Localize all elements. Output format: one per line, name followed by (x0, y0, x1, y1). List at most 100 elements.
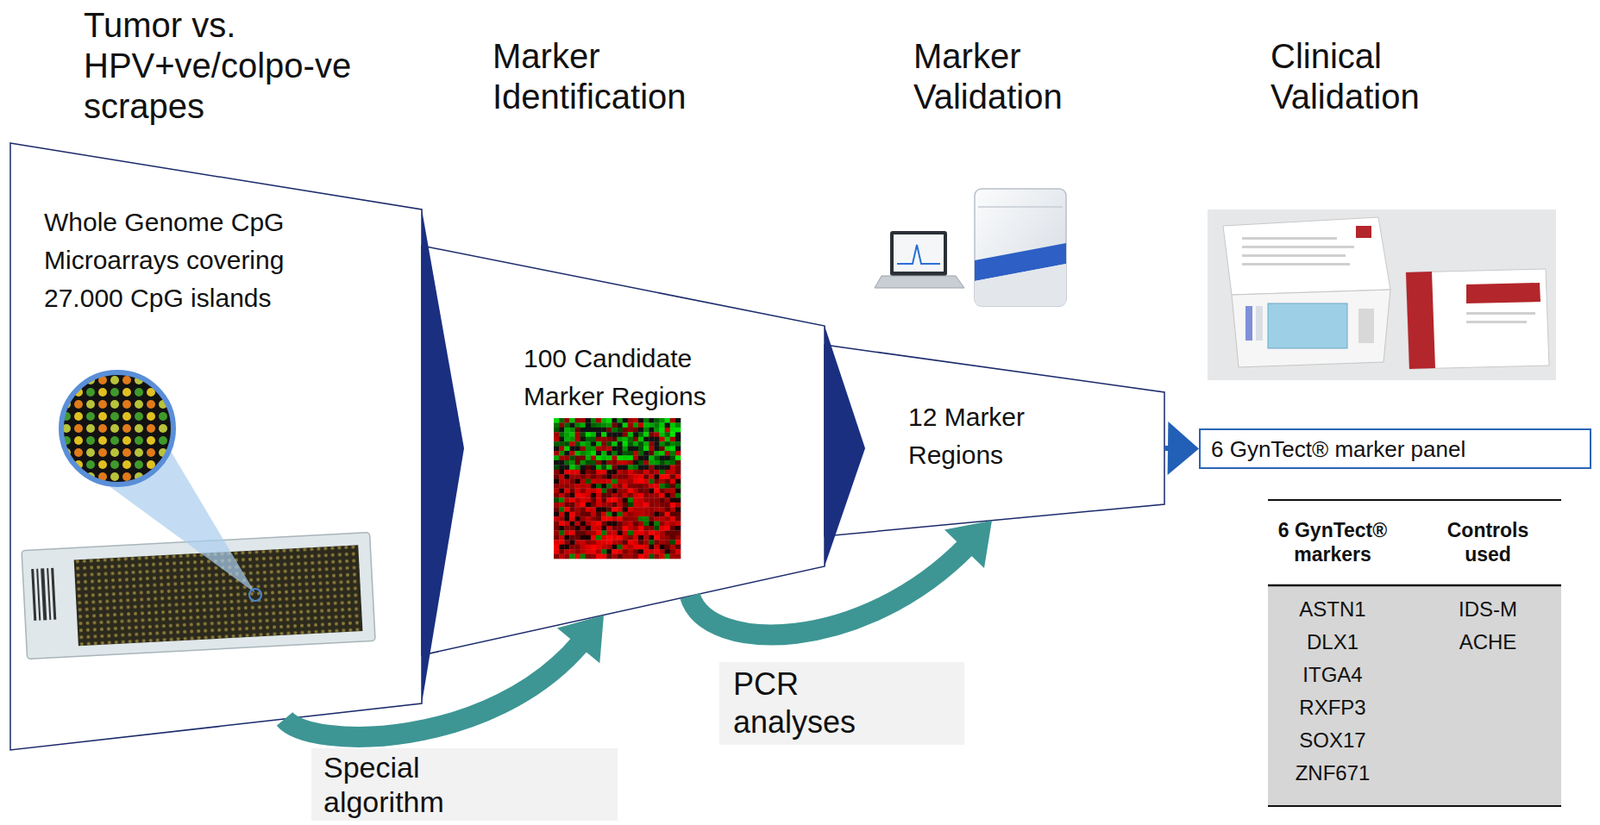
heatmap-part (585, 535, 591, 541)
kit-photo-part (1245, 306, 1253, 341)
heatmap-part (569, 539, 575, 546)
heatmap-part (617, 470, 623, 476)
heatmap-part (585, 479, 591, 485)
heatmap-part (665, 497, 671, 503)
heatmap-part (622, 464, 628, 471)
heatmap-part (558, 483, 565, 490)
heatmap-part (659, 455, 666, 461)
heatmap-part (659, 451, 666, 457)
heatmap-part (580, 446, 586, 452)
heatmap-part (617, 446, 623, 452)
heatmap-part (627, 451, 634, 457)
heatmap-part (648, 427, 654, 433)
heatmap-part (653, 427, 659, 433)
heatmap-part (558, 549, 565, 555)
heatmap-part (648, 483, 654, 490)
heatmap-part (633, 539, 639, 546)
heatmap-part (643, 479, 649, 485)
qpcr-instrument-part (893, 234, 944, 272)
heatmap-part (627, 427, 634, 433)
heatmap-part (648, 539, 654, 546)
heatmap-part (553, 489, 559, 495)
qpcr-instrument-part (897, 244, 941, 264)
heatmap-part (633, 516, 639, 522)
heatmap-part (638, 545, 644, 551)
qpcr-instrument-part (978, 206, 1063, 208)
heatmap-part (575, 470, 581, 476)
heatmap-part (596, 483, 602, 490)
heatmap-part (659, 521, 666, 528)
heatmap-part (575, 507, 581, 513)
heatmap-part (569, 446, 575, 452)
heatmap-part (580, 535, 586, 541)
heatmap-part (617, 545, 623, 551)
heatmap-part (590, 464, 597, 471)
heatmap-part (659, 526, 666, 532)
heatmap-part (617, 464, 623, 471)
table-header-holder: Controls used (1427, 518, 1549, 567)
heatmap-part (643, 549, 649, 555)
heatmap-part (627, 479, 634, 485)
heatmap-part (617, 441, 623, 447)
heatmap-part (601, 549, 607, 555)
heatmap-part (596, 489, 602, 495)
heatmap-part (617, 479, 623, 485)
heatmap-part (564, 441, 570, 447)
heatmap-part (596, 526, 602, 532)
table-header-holder: 6 GynTect® markers (1267, 518, 1398, 567)
heatmap-part (670, 437, 676, 443)
heatmap-part (617, 516, 623, 522)
heatmap-part (670, 549, 676, 555)
heatmap-part (585, 460, 591, 466)
heatmap-part (665, 446, 671, 452)
heatmap-part (590, 437, 597, 443)
heatmap-part (569, 507, 575, 513)
heatmap-part (611, 493, 617, 499)
heatmap-part (553, 470, 559, 476)
heatmap-part (633, 521, 639, 528)
heatmap-part (575, 441, 581, 447)
heatmap-part (653, 455, 659, 461)
arrow-head (944, 520, 992, 569)
heatmap-part (580, 549, 586, 555)
heatmap-part (564, 446, 570, 452)
heatmap-part (627, 483, 634, 490)
table-cell: SOX17 (1267, 724, 1398, 758)
heatmap-part (590, 502, 597, 509)
heatmap-part (622, 507, 628, 513)
heatmap-part (564, 470, 570, 476)
kit-photo-part (1355, 225, 1372, 239)
table-cell: ASTN1 (1267, 593, 1398, 627)
heatmap-part (553, 474, 559, 480)
heatmap-part (627, 493, 634, 499)
heatmap-part (606, 516, 612, 522)
heatmap-part (622, 545, 628, 551)
heatmap-part (659, 507, 666, 513)
heatmap-part (617, 521, 623, 528)
heatmap-part (585, 493, 591, 499)
heatmap-part (590, 535, 597, 541)
heatmap-part (633, 554, 639, 560)
heatmap-part (643, 554, 649, 560)
heatmap-part (638, 502, 644, 509)
heatmap-part (675, 545, 681, 551)
heatmap-part (675, 489, 681, 495)
heatmap-part (643, 460, 649, 466)
heatmap-part (585, 437, 591, 443)
heatmap-part (558, 474, 565, 480)
heatmap-part (558, 422, 565, 428)
heatmap-part (564, 493, 570, 499)
heatmap-part (575, 493, 581, 499)
heatmap-part (617, 493, 623, 499)
heatmap-part (585, 516, 591, 522)
heatmap-part (564, 530, 570, 536)
heatmap-part (558, 437, 565, 443)
heatmap-part (643, 530, 649, 536)
heatmap-part (675, 460, 681, 466)
heatmap-part (606, 507, 612, 513)
heatmap-part (580, 489, 586, 495)
heatmap-part (653, 446, 659, 452)
heatmap-part (670, 535, 676, 541)
heatmap-part (606, 451, 612, 457)
